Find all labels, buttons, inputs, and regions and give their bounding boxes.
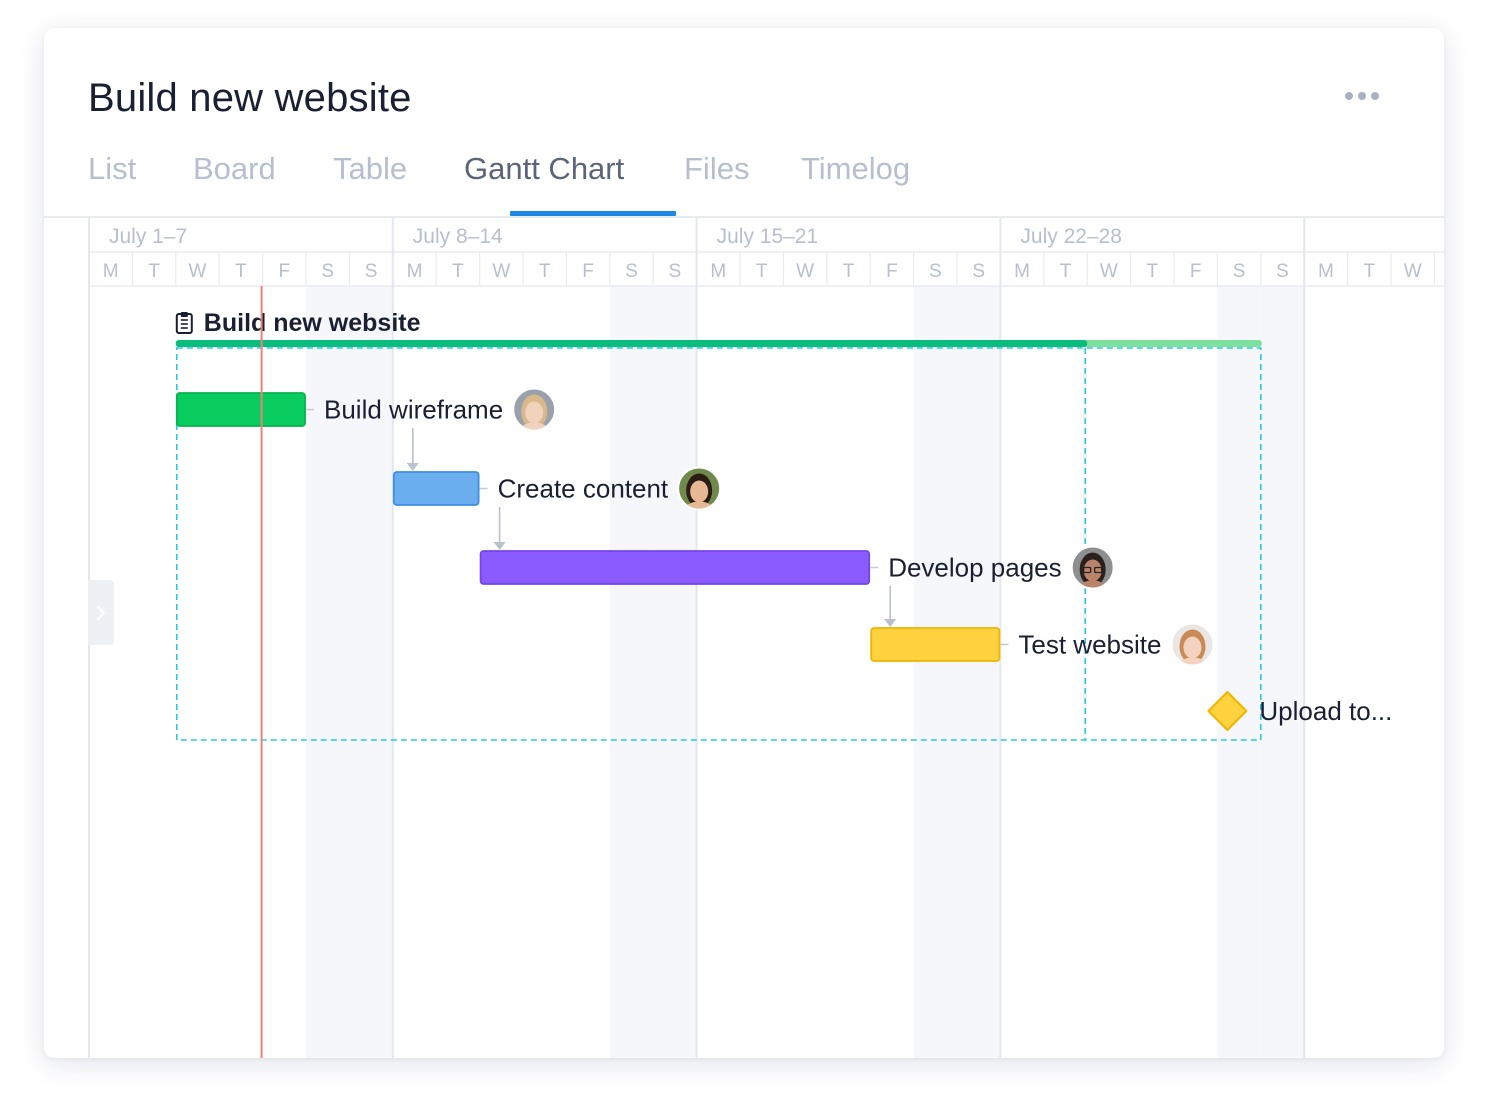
project-progress-bar bbox=[175, 340, 1088, 347]
week-label: July 1–7 bbox=[109, 225, 187, 248]
day-label: S bbox=[625, 261, 638, 282]
weekend-column bbox=[349, 286, 393, 1058]
day-label: S bbox=[929, 261, 942, 282]
day-label: M bbox=[407, 261, 423, 282]
week-label: July 8–14 bbox=[413, 225, 503, 248]
task-bar[interactable] bbox=[870, 627, 1001, 662]
day-label: T bbox=[1060, 261, 1072, 282]
chevron-right-icon bbox=[97, 605, 105, 620]
day-label: W bbox=[189, 261, 207, 282]
task-label: Create content bbox=[498, 474, 669, 504]
dependency-arrow bbox=[406, 428, 419, 471]
project-name-label: Build new website bbox=[204, 309, 421, 337]
project-card: Build new website List Board Table Gantt… bbox=[44, 28, 1444, 1058]
week-label: July 15–21 bbox=[717, 225, 819, 248]
page-title: Build new website bbox=[88, 76, 412, 120]
sidebar-toggle-button[interactable] bbox=[88, 580, 114, 645]
day-label: S bbox=[365, 261, 378, 282]
clipboard-icon bbox=[175, 312, 193, 334]
day-label: T bbox=[1363, 261, 1375, 282]
day-label: M bbox=[710, 261, 726, 282]
day-label: F bbox=[278, 261, 290, 282]
day-label: M bbox=[1318, 261, 1334, 282]
tab-timelog[interactable]: Timelog bbox=[801, 151, 911, 186]
weekend-column bbox=[957, 286, 1001, 1058]
dependency-arrow bbox=[884, 586, 897, 627]
day-label: F bbox=[886, 261, 898, 282]
day-label: T bbox=[148, 261, 160, 282]
weekend-column bbox=[913, 286, 957, 1058]
assignee-avatar-woman-blonde[interactable] bbox=[512, 387, 557, 441]
day-label: W bbox=[1404, 261, 1422, 282]
week-label: July 22–28 bbox=[1020, 225, 1122, 248]
task-bar[interactable] bbox=[175, 392, 306, 427]
day-label: S bbox=[669, 261, 682, 282]
day-label: W bbox=[492, 261, 510, 282]
assignee-avatar-man-glasses[interactable] bbox=[1070, 545, 1115, 599]
tabs-divider bbox=[44, 216, 1444, 218]
assignee-avatar-woman-dark-hair[interactable] bbox=[677, 466, 722, 520]
day-label: T bbox=[452, 261, 464, 282]
tab-files[interactable]: Files bbox=[684, 151, 750, 186]
day-label: T bbox=[235, 261, 247, 282]
day-label: S bbox=[321, 261, 334, 282]
dependency-arrow bbox=[493, 507, 506, 550]
day-label: W bbox=[796, 261, 814, 282]
weekend-column bbox=[653, 286, 697, 1058]
tab-table[interactable]: Table bbox=[333, 151, 408, 186]
weekend-column bbox=[1260, 286, 1305, 1058]
task-label: Test website bbox=[1018, 630, 1161, 660]
tab-gantt-chart[interactable]: Gantt Chart bbox=[464, 151, 625, 186]
task-bar[interactable] bbox=[479, 550, 871, 585]
task-label: Build wireframe bbox=[324, 395, 503, 425]
day-label: S bbox=[1276, 261, 1289, 282]
day-label: M bbox=[1014, 261, 1030, 282]
more-dots-icon[interactable] bbox=[1340, 86, 1384, 106]
day-label: F bbox=[582, 261, 594, 282]
day-label: T bbox=[756, 261, 768, 282]
assignee-avatar-woman-red-hair[interactable] bbox=[1170, 622, 1215, 676]
task-label: Develop pages bbox=[888, 553, 1061, 583]
weekend-column bbox=[609, 286, 654, 1058]
day-label: S bbox=[1233, 261, 1246, 282]
tab-list[interactable]: List bbox=[88, 151, 137, 186]
day-label: S bbox=[972, 261, 985, 282]
gantt-chart: July 1–7 July 8–14 July 15–21 July 22–28M T W… bbox=[88, 218, 1444, 1058]
day-label: T bbox=[843, 261, 855, 282]
active-tab-indicator bbox=[510, 211, 676, 216]
tab-board[interactable]: Board bbox=[193, 151, 276, 186]
day-label: T bbox=[539, 261, 551, 282]
day-label: T bbox=[1146, 261, 1158, 282]
task-bar[interactable] bbox=[392, 471, 480, 506]
selection-box bbox=[176, 347, 1262, 741]
weekend-column bbox=[306, 286, 350, 1058]
day-label: M bbox=[103, 261, 119, 282]
day-label: F bbox=[1190, 261, 1202, 282]
day-label: W bbox=[1100, 261, 1118, 282]
milestone-label: Upload to... bbox=[1259, 696, 1392, 726]
weekend-column bbox=[1217, 286, 1261, 1058]
milestone-diamond[interactable] bbox=[1207, 691, 1248, 731]
